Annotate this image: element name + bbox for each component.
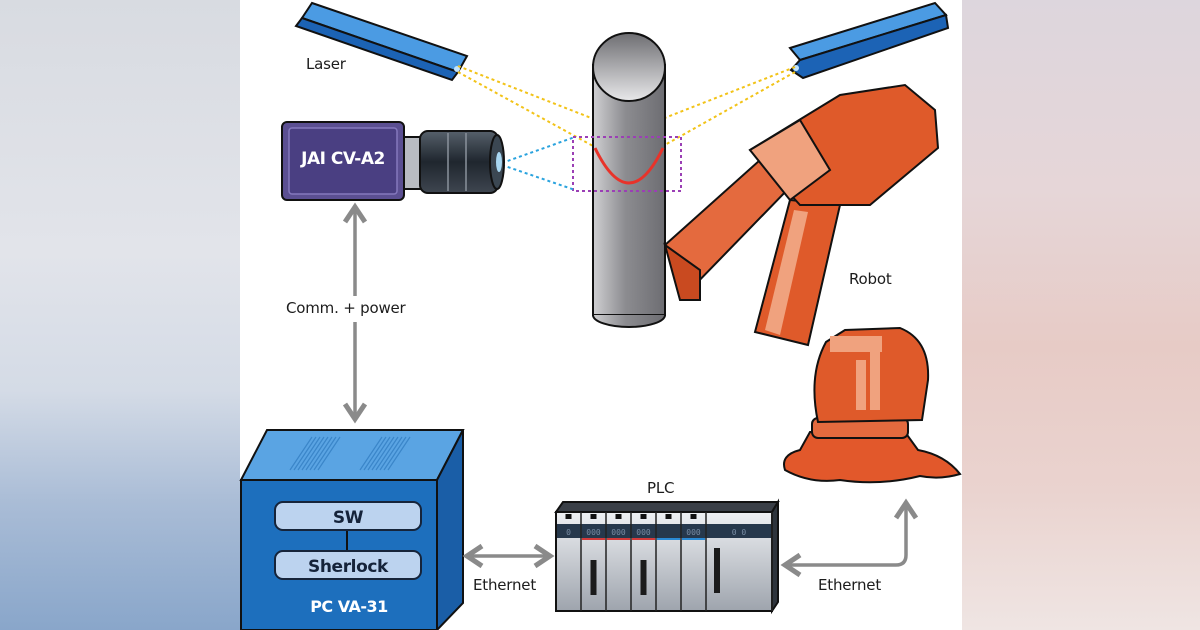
pipe-workpiece (592, 32, 666, 328)
background-right (962, 0, 1200, 630)
plc-module-display: 000 (611, 528, 626, 537)
plc-module-display: 000 (686, 528, 701, 537)
plc-module-stripe (632, 538, 655, 540)
laser-label: Laser (306, 55, 346, 73)
plc-module-connector (714, 548, 720, 593)
ethernet-label-plc-robot: Ethernet (818, 576, 882, 594)
plc-label: PLC (647, 479, 675, 497)
camera-view-lines (501, 136, 576, 191)
software-sherlock-box: Sherlock (274, 550, 422, 580)
laser-left-icon (294, 1, 469, 82)
ethernet-arrow-plc-robot (780, 498, 919, 578)
software-sw-box: SW (274, 501, 422, 531)
ethernet-arrow-pc-plc (462, 543, 555, 569)
pc-label: PC VA-31 (310, 597, 388, 616)
plc-module-connector (640, 560, 647, 595)
plc-module-display: 000 (636, 528, 651, 537)
plc-module-led (590, 514, 597, 519)
plc-module-display: 0 0 (732, 528, 747, 537)
ethernet-label-pc-plc: Ethernet (473, 576, 537, 594)
camera-label: JAI CV-A2 (301, 149, 385, 169)
plc-module-led (690, 514, 697, 519)
plc-module-stripe (682, 538, 705, 540)
comm-power-label: Comm. + power (286, 299, 406, 317)
robot-icon (663, 83, 962, 484)
plc-module-led (615, 514, 622, 519)
robot-label: Robot (849, 270, 892, 288)
plc-module-connector (590, 560, 597, 595)
plc-module-stripe (582, 538, 605, 540)
camera-icon (281, 121, 505, 201)
comm-power-arrow (342, 202, 368, 424)
plc-module-led (565, 514, 572, 519)
background-left (0, 0, 240, 630)
plc-module-led (665, 514, 672, 519)
weld-seam (593, 147, 665, 185)
plc-module-led (640, 514, 647, 519)
laser-right-icon (788, 1, 950, 80)
plc-module-stripe (657, 538, 680, 540)
plc-module-stripe (607, 538, 630, 540)
plc-module-display: 000 (586, 528, 601, 537)
plc-module-display: 0 (566, 528, 571, 537)
inspection-region (572, 136, 682, 192)
